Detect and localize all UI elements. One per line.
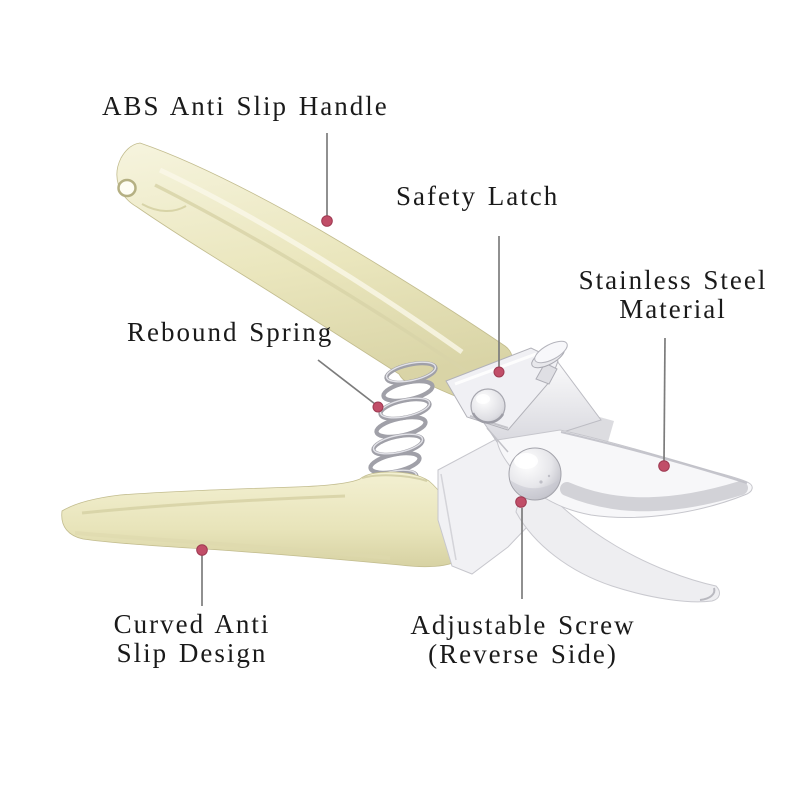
label-line: Material <box>619 294 727 324</box>
lower-handle-shadow <box>74 531 391 560</box>
marker-dot-adjustable-screw <box>515 496 527 508</box>
label-adjustable-screw: Adjustable Screw (Reverse Side) <box>392 611 654 669</box>
leader-rebound-spring <box>317 359 376 405</box>
label-stainless-steel-material: Stainless Steel Material <box>537 266 800 324</box>
marker-dot-stainless-steel <box>658 460 670 472</box>
blade-neck-crease <box>486 427 509 453</box>
label-line: Curved Anti <box>113 609 271 639</box>
leader-lines <box>201 133 666 606</box>
lower-handle <box>61 471 462 568</box>
lower-handle-body <box>61 471 462 568</box>
latch-screw-highlight <box>476 394 490 404</box>
latch-lever-cap-top <box>534 340 568 364</box>
pivot-bolt-dome <box>508 447 562 501</box>
lower-handle-crease <box>81 494 346 515</box>
upper-handle-fold-line <box>141 203 187 212</box>
leader-stainless-steel <box>663 337 666 463</box>
hang-hole <box>117 178 137 198</box>
cutting-blade <box>486 427 753 518</box>
marker-dot-abs-handle <box>321 215 333 227</box>
label-abs-anti-slip-handle: ABS Anti Slip Handle <box>102 91 389 121</box>
spring-boss-edge <box>361 474 428 482</box>
marker-dot-rebound-spring <box>372 401 384 413</box>
label-safety-latch: Safety Latch <box>396 181 560 211</box>
label-line: (Reverse Side) <box>428 639 618 669</box>
tang-edge-line <box>440 473 457 561</box>
upper-handle <box>116 142 513 407</box>
blade-spine-line <box>560 431 748 484</box>
label-line: Stainless Steel <box>578 265 768 295</box>
upper-handle-highlight <box>158 167 464 355</box>
label-line: Adjustable Screw <box>410 610 636 640</box>
latch-screw-shadow <box>471 412 505 424</box>
label-line: Slip Design <box>116 638 268 668</box>
blade-bevel-band <box>560 481 748 512</box>
label-curved-anti-slip-design: Curved Anti Slip Design <box>82 610 302 668</box>
marker-dot-safety-latch <box>493 366 505 378</box>
hook-tip-edge <box>699 587 716 601</box>
marker-dots <box>196 215 670 556</box>
latch-lever-stem <box>535 362 558 385</box>
marker-dot-curved-grip <box>196 544 208 556</box>
upper-handle-crease <box>154 183 471 376</box>
label-rebound-spring: Rebound Spring <box>127 317 334 347</box>
